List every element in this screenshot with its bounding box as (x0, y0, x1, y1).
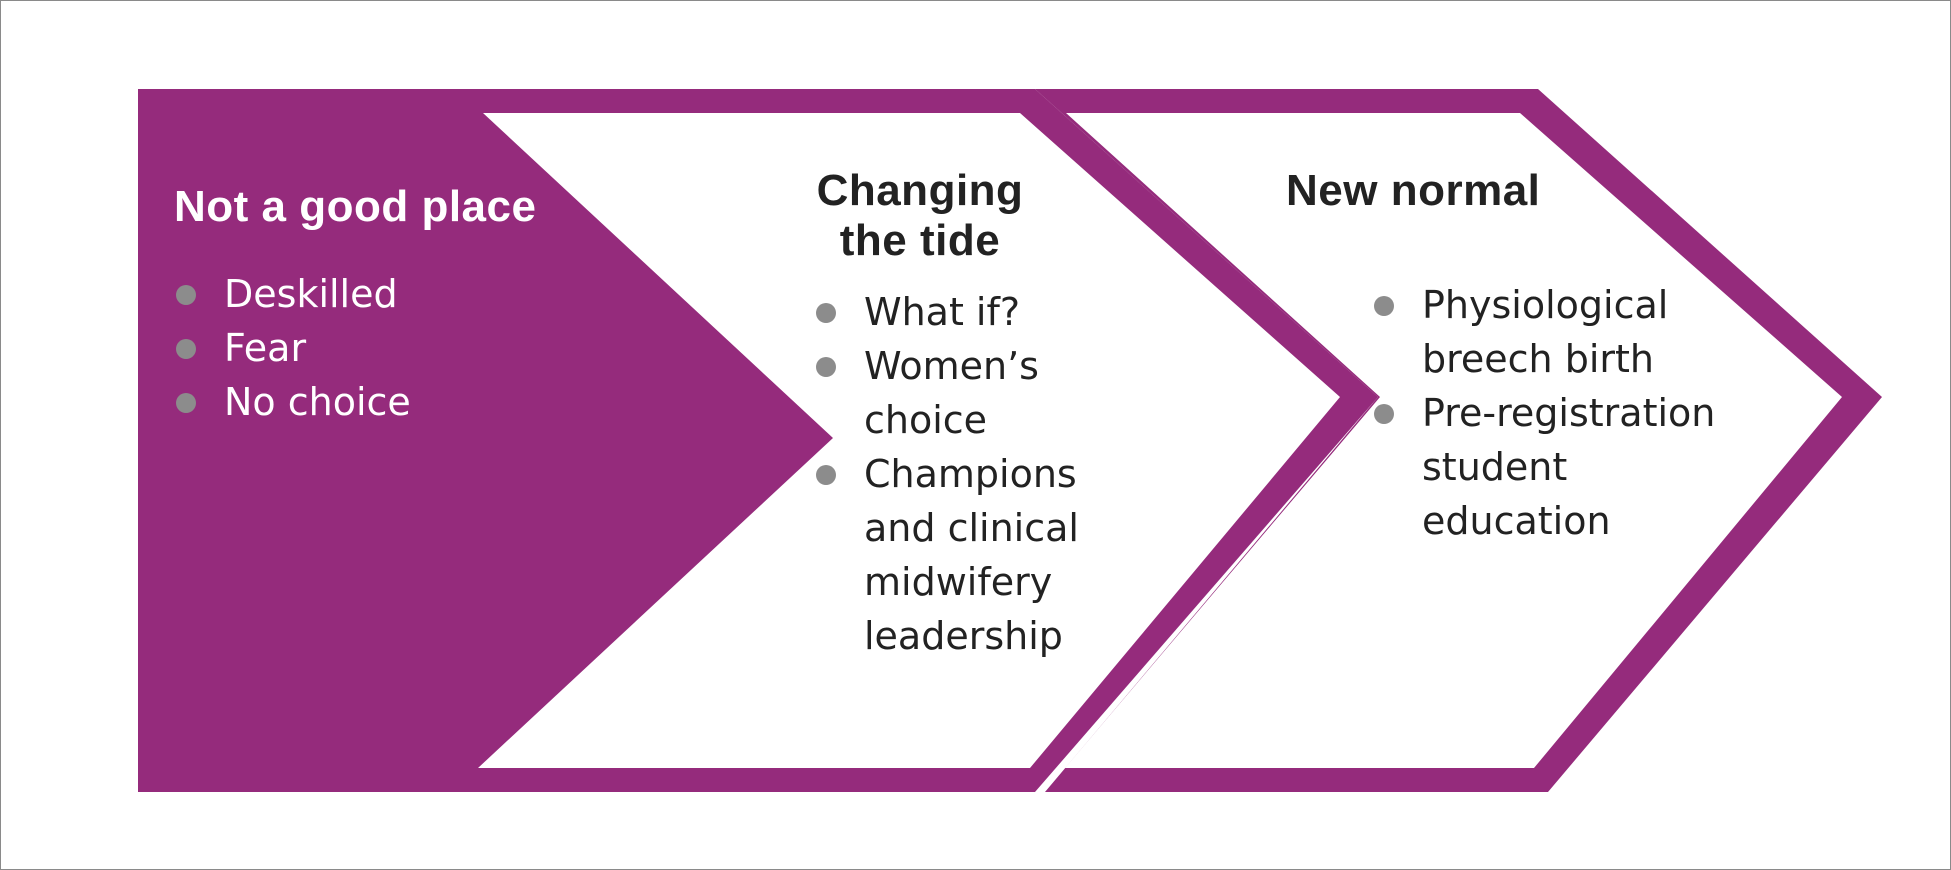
bullet-icon (176, 393, 196, 413)
stage-1-heading: Not a good place (174, 182, 537, 231)
list-item: No choice (176, 375, 411, 429)
list-item: Fear (176, 321, 411, 375)
stage-3-heading: New normal (1286, 166, 1541, 215)
bullet-icon (176, 285, 196, 305)
stage-1-list: Deskilled Fear No choice (176, 267, 411, 429)
stage-2-chevron-inner (478, 113, 1340, 768)
bullet-icon (816, 465, 836, 485)
list-item: What if? (816, 285, 1079, 339)
bullet-icon (816, 357, 836, 377)
stage-3-chevron-inner (1065, 113, 1842, 768)
bullet-icon (1374, 404, 1394, 424)
bullet-icon (1374, 296, 1394, 316)
list-item: Deskilled (176, 267, 411, 321)
bullet-icon (816, 303, 836, 323)
bullet-icon (176, 339, 196, 359)
stage-2-heading: Changing the tide (816, 166, 1024, 265)
